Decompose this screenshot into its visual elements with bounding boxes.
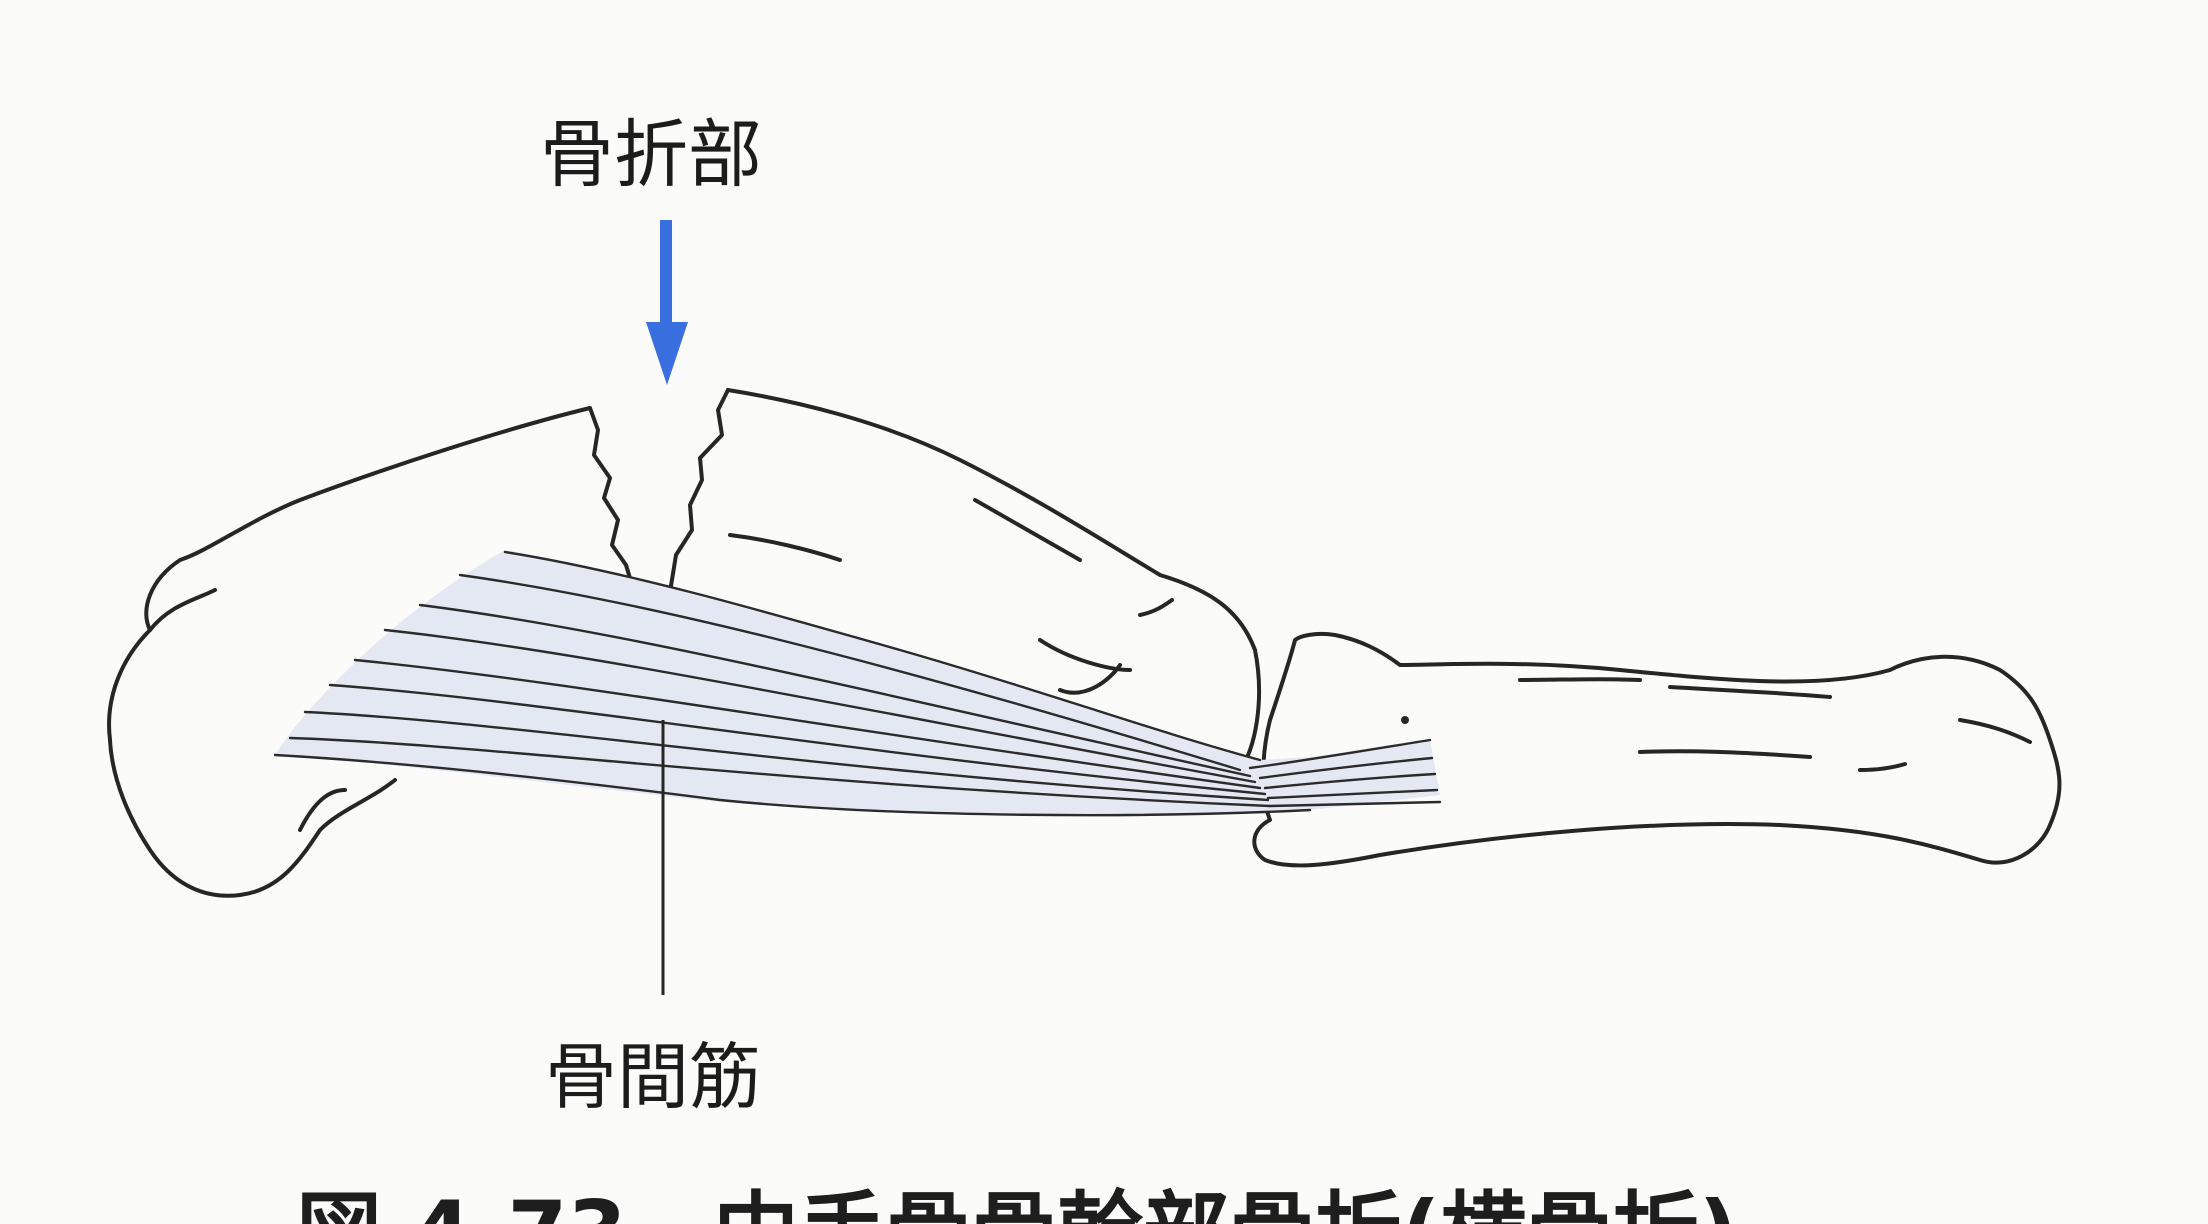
muscle-fiber-5 [328, 683, 1267, 796]
muscle-fiber-6 [303, 710, 1270, 802]
arrow-head [646, 322, 688, 385]
proximal-phalanx [1252, 631, 2062, 868]
phalanx-marking-4 [1858, 762, 1907, 772]
phalanx-marking-3 [1638, 749, 1812, 759]
phalanx-dot [1401, 716, 1409, 724]
base-inner-curve [298, 788, 347, 832]
arrow-shaft [660, 220, 672, 330]
muscle-fiber-7 [288, 736, 1272, 808]
fracture-edge-proximal [588, 406, 634, 587]
down-arrow-icon [646, 220, 688, 385]
tendon-fiber-4 [1266, 788, 1439, 800]
base-notch [148, 588, 217, 632]
tendon-fiber-5 [1268, 800, 1442, 808]
phalanx-marking-2 [1668, 685, 1832, 699]
fracture-edge-distal [668, 388, 730, 594]
phalanx-marking-5 [1958, 718, 2032, 744]
tendon-fiber-3 [1263, 772, 1437, 790]
muscle-fiber-1 [458, 573, 1242, 772]
interosseous-muscle [273, 550, 1442, 817]
muscle-fiber-4 [353, 658, 1262, 790]
figure-caption: 図 4-73 中手骨骨幹部骨折(横骨折) [296, 1183, 1738, 1224]
phalanx-marking-1 [1518, 677, 1642, 682]
shaft-marking-3 [1138, 598, 1174, 617]
interosseous-muscle-label: 骨間筋 [545, 1035, 761, 1119]
muscle-upper-border [503, 550, 1262, 762]
shaft-marking-1 [728, 533, 842, 562]
tendon-fiber-1 [1248, 738, 1432, 770]
fracture-site-label: 骨折部 [540, 112, 762, 198]
shaft-marking-2 [973, 498, 1082, 562]
muscle-fiber-3 [383, 628, 1257, 784]
metacarpal-base-outline [107, 406, 592, 898]
muscle-lower-border [273, 753, 1312, 817]
tendon-fiber-2 [1258, 756, 1434, 780]
muscle-fill [275, 550, 1440, 815]
metacarpal-head-lower [1038, 638, 1132, 695]
muscle-fiber-2 [418, 603, 1252, 778]
phalanx-outline [1252, 631, 2062, 868]
